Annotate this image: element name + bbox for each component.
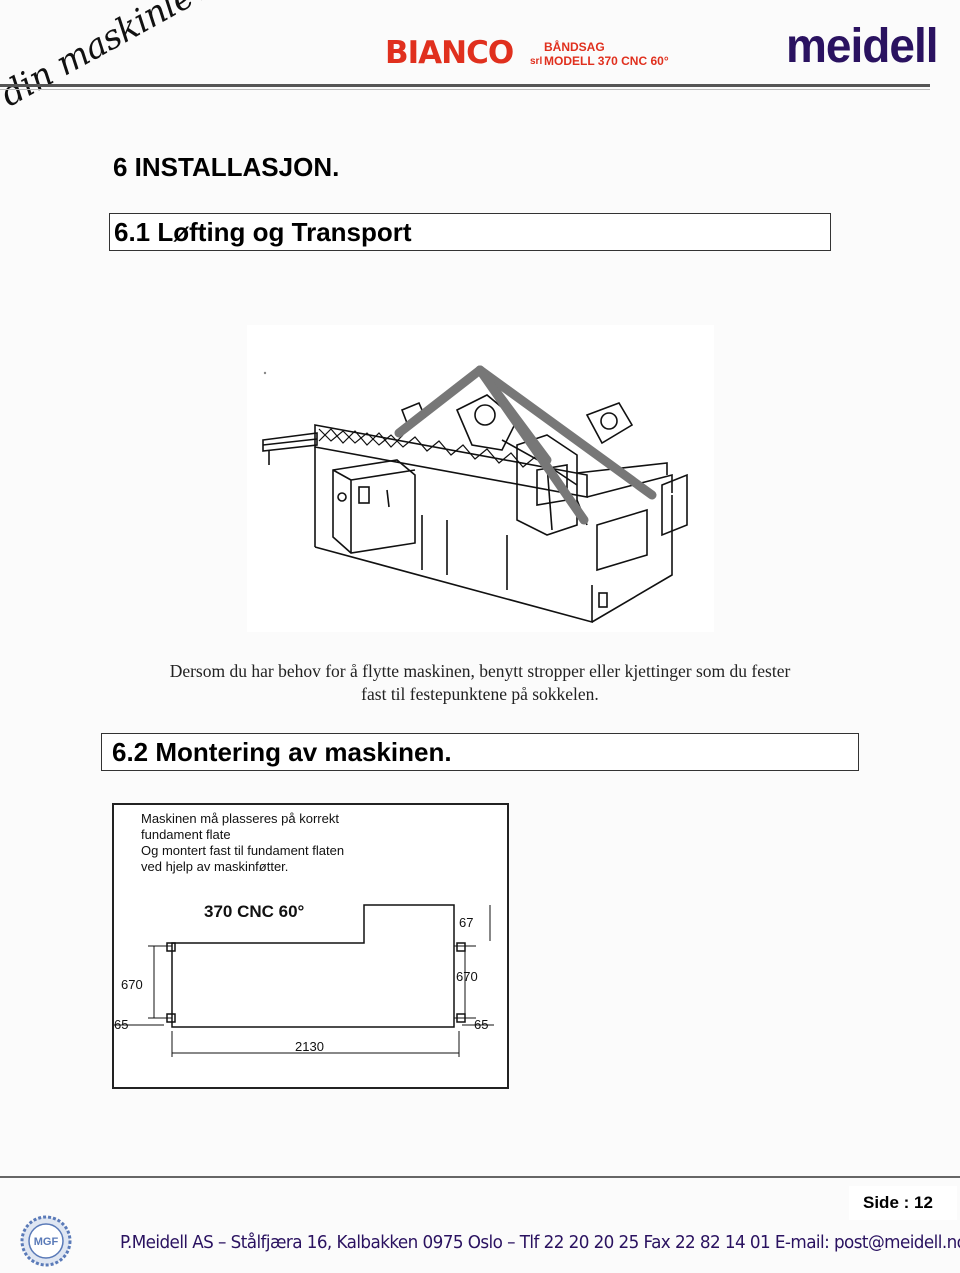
footer-divider xyxy=(0,1176,960,1178)
product-model: MODELL 370 CNC 60° xyxy=(544,54,669,68)
mounting-note-line1: Maskinen må plasseres på korrekt xyxy=(141,811,339,826)
mgf-logo: MGF xyxy=(20,1215,72,1267)
mounting-note-line3: Og montert fast til fundament flaten xyxy=(141,843,345,858)
bianco-srl: srl xyxy=(530,56,543,67)
mounting-note-line2: fundament flate xyxy=(141,827,231,842)
subsection-title-lifting: 6.1 Løfting og Transport xyxy=(114,217,412,247)
footer-contact: P.Meidell AS – Stålfjæra 16, Kalbakken 0… xyxy=(120,1233,960,1253)
section-title: 6 INSTALLASJON. xyxy=(113,152,340,182)
lifting-instructions-line1: Dersom du har behov for å flytte maskine… xyxy=(169,661,791,681)
dimension-right-height: 670 xyxy=(456,969,478,984)
bianco-logo: BIANCO xyxy=(385,35,514,71)
mounting-note: Maskinen må plasseres på korrekt fundame… xyxy=(141,811,344,875)
dimension-model-label: 370 CNC 60° xyxy=(204,902,305,921)
subsection-box-lifting: 6.1 Løfting og Transport xyxy=(109,213,831,251)
mgf-logo-text: MGF xyxy=(34,1236,59,1248)
mounting-note-line4: ved hjelp av maskinføtter. xyxy=(141,859,289,874)
meidell-logo: meidell xyxy=(786,17,939,73)
dimension-length: 2130 xyxy=(295,1039,324,1054)
header-divider-shadow xyxy=(0,89,930,90)
product-type: BÅNDSAG xyxy=(544,40,605,54)
dimension-right-offset: 65 xyxy=(474,1017,489,1032)
subsection-box-mounting: 6.2 Montering av maskinen. xyxy=(101,733,859,771)
dimension-left-height: 670 xyxy=(121,977,143,992)
subsection-title-mounting: 6.2 Montering av maskinen. xyxy=(112,737,452,767)
foundation-dimension-drawing xyxy=(112,803,509,1089)
page-number-box: Side : 12 xyxy=(849,1186,957,1220)
machine-lifting-illustration xyxy=(247,325,714,632)
dimension-left-offset: 65 xyxy=(114,1017,129,1032)
header-divider xyxy=(0,84,930,87)
page-number: Side : 12 xyxy=(863,1193,933,1212)
dimension-top-right: 67 xyxy=(459,915,474,930)
slogan: din maskinleverandør xyxy=(0,0,334,115)
lifting-instructions: Dersom du har behov for å flytte maskine… xyxy=(100,660,860,706)
lifting-instructions-line2: fast til festepunktene på sokkelen. xyxy=(361,684,599,704)
